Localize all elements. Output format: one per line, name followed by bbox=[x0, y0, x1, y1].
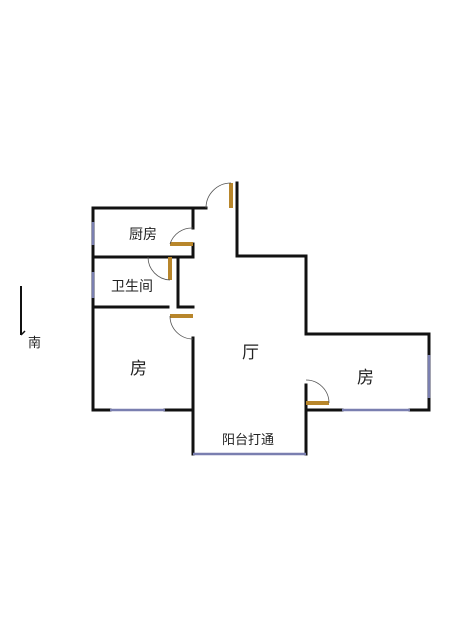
compass-label: 南 bbox=[28, 335, 41, 351]
room-labels: 厨房 卫生间 房 厅 房 阳台打通 bbox=[111, 227, 374, 448]
door-bathroom-arc bbox=[147, 256, 171, 281]
room-label-bedroom-right: 房 bbox=[357, 368, 374, 388]
room-label-bedroom-left: 房 bbox=[130, 359, 147, 379]
doors bbox=[147, 182, 330, 405]
compass: 南 bbox=[20, 286, 41, 351]
door-entry-arc bbox=[205, 182, 232, 209]
windows bbox=[91, 222, 431, 456]
wall-outer-left bbox=[91, 206, 195, 412]
wall-hall-top-right bbox=[235, 254, 308, 336]
walls bbox=[91, 181, 431, 456]
door-kitchen-arc bbox=[169, 227, 194, 245]
compass-arrowhead bbox=[20, 330, 26, 336]
room-label-kitchen: 厨房 bbox=[129, 227, 157, 243]
room-label-living: 厅 bbox=[242, 343, 259, 363]
door-bedroom-right-arc bbox=[305, 379, 330, 404]
room-label-balcony: 阳台打通 bbox=[222, 433, 274, 448]
room-label-bathroom: 卫生间 bbox=[111, 279, 153, 295]
door-bedroom-left-arc bbox=[169, 315, 194, 340]
